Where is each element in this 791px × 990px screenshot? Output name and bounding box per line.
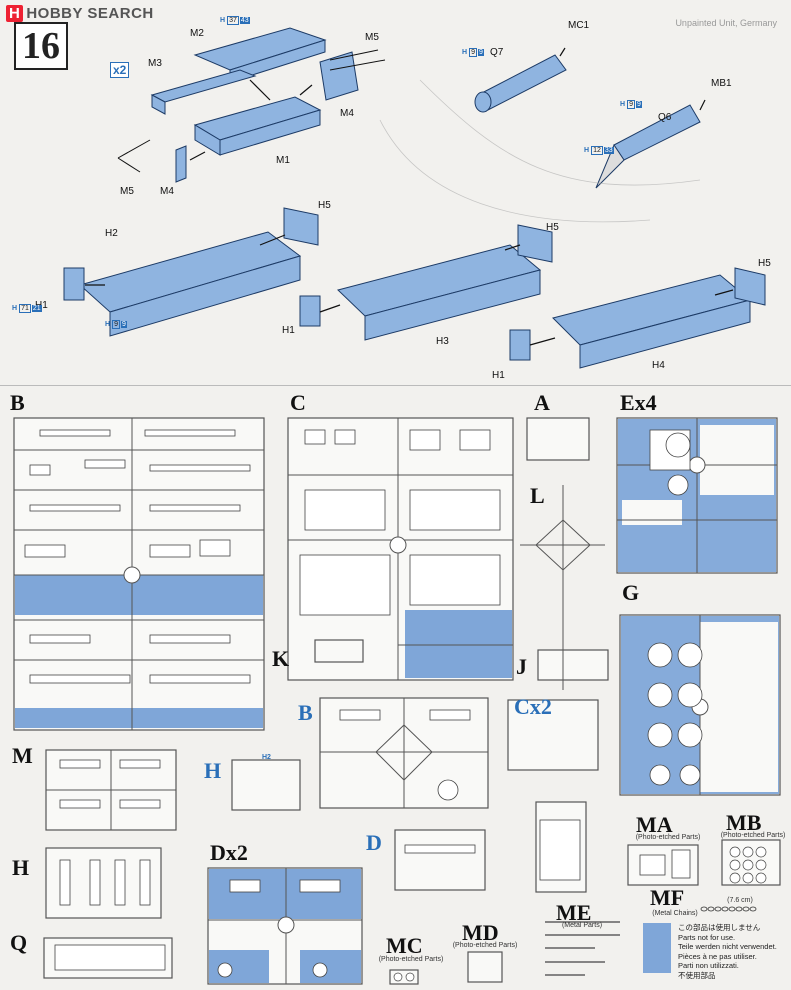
sprue-d-title: D (366, 830, 382, 855)
label-h4: H4 (652, 360, 665, 371)
sprue-m-title: M (12, 743, 33, 768)
part-h1-a-shape (63, 267, 85, 301)
part-ma-caption: (Photo-etched Parts) (635, 834, 701, 841)
label-h5-b: H5 (546, 222, 559, 233)
step-number: 16 (14, 22, 68, 70)
sprue-j-frame (537, 649, 609, 681)
part-me-title: ME (556, 900, 592, 925)
label-m2: M2 (190, 28, 204, 39)
label-m3: M3 (148, 58, 162, 69)
step-16-diagram (63, 27, 766, 369)
label-h5-c: H5 (758, 258, 771, 269)
part-h5-a-shape (283, 207, 319, 246)
quantity-multiplier: x2 (110, 62, 130, 78)
part-q6-shape (613, 104, 701, 161)
part-m4-right-shape (319, 51, 359, 101)
label-h3: H3 (436, 336, 449, 347)
part-mc-title: MC (386, 933, 423, 958)
label-m5-left: M5 (120, 186, 134, 197)
label-h1-b: H1 (282, 325, 295, 336)
label-h2: H2 (105, 228, 118, 239)
label-mb1: MB1 (711, 78, 732, 89)
sprue-ex4-title: Ex4 (620, 390, 657, 415)
part-ma-title: MA (636, 812, 673, 837)
part-mb-caption: (Photo-etched Parts) (720, 832, 786, 839)
sprue-q-title: Q (10, 930, 28, 955)
sprue-k-title: K (272, 646, 290, 671)
part-h1-c-shape (509, 329, 531, 361)
part-md-frame (467, 951, 503, 983)
part-md-title: MD (462, 920, 499, 945)
sprue-k-frame (314, 639, 364, 663)
part-mb-title: MB (726, 810, 762, 835)
label-m5-right: M5 (365, 32, 379, 43)
part-md-caption: (Photo-etched Parts) (452, 942, 518, 949)
part-me-caption: (Metal Parts) (561, 922, 603, 929)
label-h1-c: H1 (492, 370, 505, 381)
sprue-h2-frame (231, 759, 301, 811)
hobbysearch-logo-icon: H (6, 5, 24, 22)
label-mc1: MC1 (568, 20, 590, 31)
label-h5-a: H5 (318, 200, 331, 211)
sprue-h2-title: H (204, 758, 222, 783)
sprue-cx2-title: Cx2 (514, 694, 552, 719)
sprue-a-frame (526, 417, 590, 461)
sprue-a-title: A (534, 390, 550, 415)
sprue-c-title: C (290, 390, 306, 415)
sprue-l-title: L (530, 483, 545, 508)
unused-parts-swatch (643, 923, 671, 973)
part-m4-left-shape (175, 145, 187, 183)
section-divider (0, 385, 791, 386)
sprue-b2-title: B (298, 700, 313, 725)
part-h5-b-shape (517, 224, 553, 263)
label-m4-right: M4 (340, 108, 354, 119)
sprue-h2-subtitle: H2 (262, 754, 271, 761)
label-m1: M1 (276, 155, 290, 166)
part-mf-size: (7.6 cm) (727, 897, 753, 904)
sprue-dx2-title: Dx2 (210, 840, 248, 865)
header-note: Unpainted Unit, Germany (675, 18, 777, 28)
part-m3-shape (150, 69, 257, 103)
part-mf-title: MF (650, 885, 685, 910)
label-q6: Q6 (658, 112, 672, 123)
sprue-b-title: B (10, 390, 25, 415)
sprue-layout (13, 417, 781, 985)
sprue-g-title: G (622, 580, 640, 605)
sprue-cx2-frame (507, 699, 599, 771)
part-mf-caption: (Metal Chains) (652, 910, 698, 917)
sprue-d-frame (394, 829, 486, 891)
label-q7: Q7 (490, 47, 504, 58)
sprue-h-title: H (12, 855, 30, 880)
label-m4-left: M4 (160, 186, 174, 197)
sprue-j-title: J (516, 654, 527, 679)
part-h1-b-shape (299, 295, 321, 327)
part-h5-c-shape (734, 267, 766, 306)
unused-parts-legend: この部品は使用しません Parts not for use. Teile wer… (678, 923, 777, 980)
part-mc-caption: (Photo-etched Parts) (378, 956, 444, 963)
